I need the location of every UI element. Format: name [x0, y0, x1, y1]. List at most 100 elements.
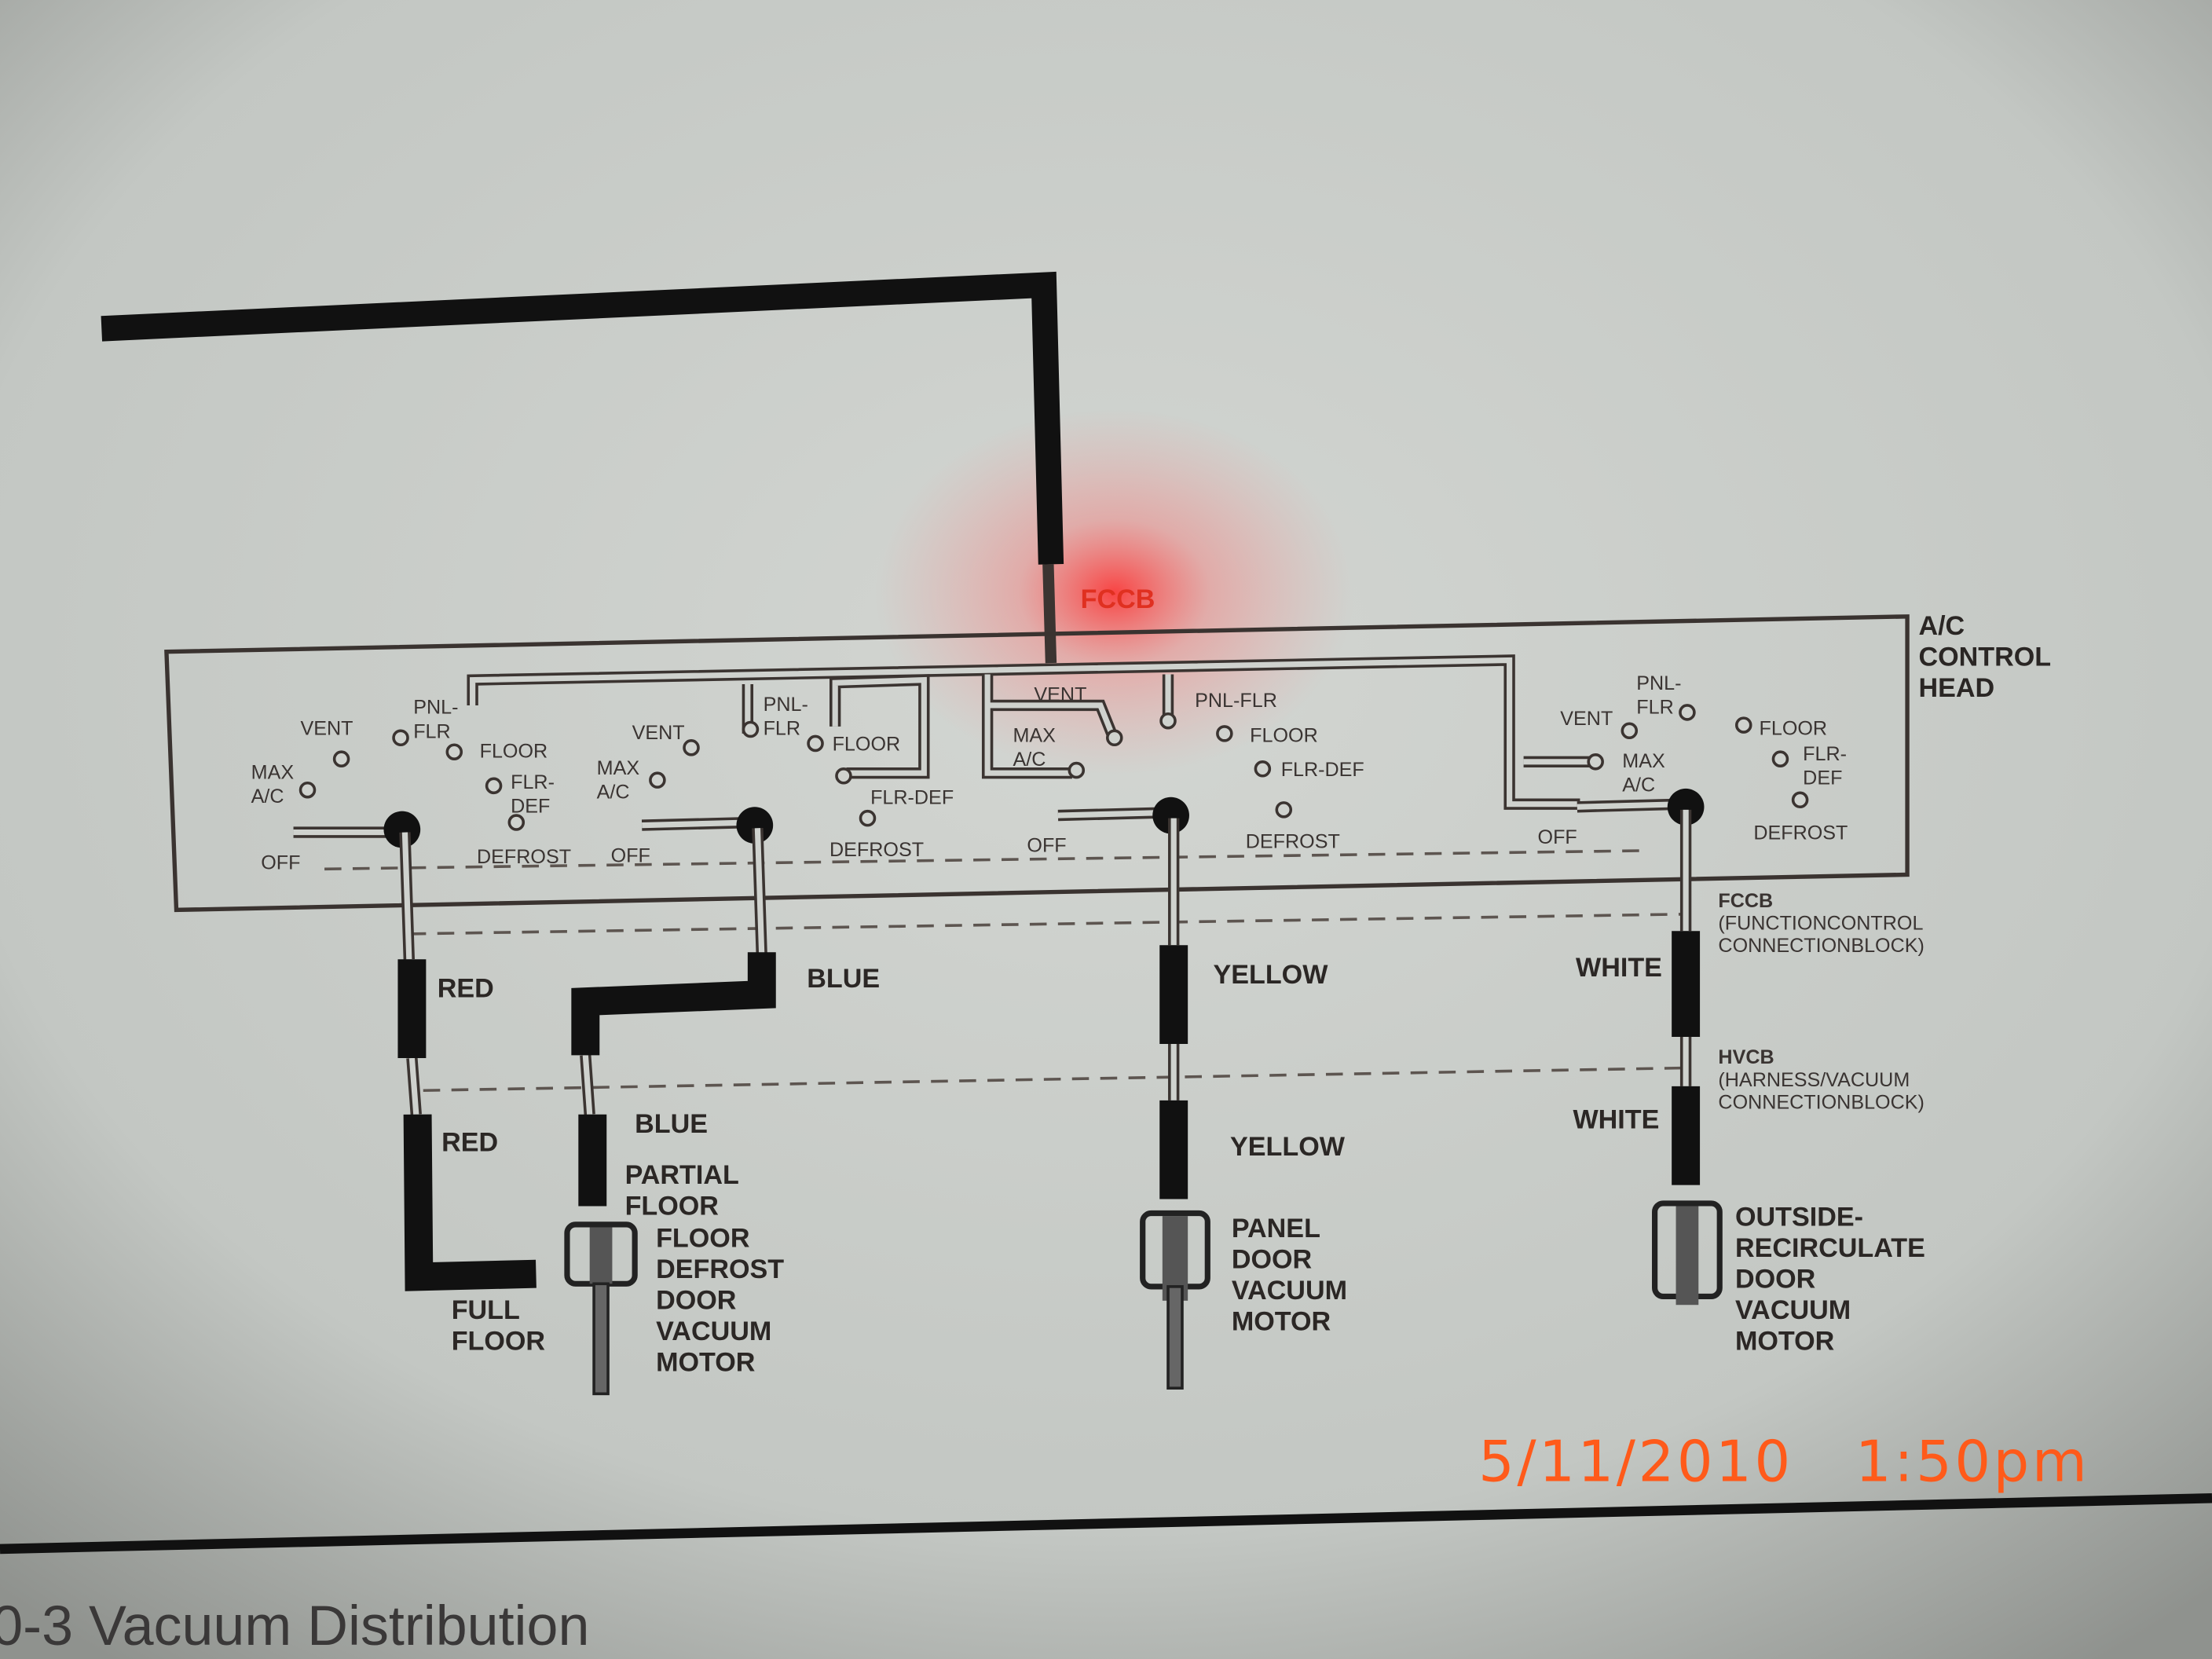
- diagram-label: (HARNESS/VACUUM: [1718, 1069, 1910, 1091]
- diagram-label: DOOR: [656, 1286, 736, 1316]
- diagram-label: OFF: [1538, 826, 1577, 848]
- switch-knob: [736, 807, 774, 844]
- panel-motor-label: PANEL DOOR VACUUM MOTOR: [1232, 1214, 1347, 1337]
- diagram-label: PNL-: [1636, 672, 1681, 694]
- diagram-label: DOOR: [1735, 1265, 1815, 1295]
- mode-switch-2: MAX A/C VENT PNL- FLR FLOOR FLR-DEF DEFR…: [597, 694, 954, 866]
- control-head-box: [164, 614, 1910, 913]
- diagram-label: VENT: [632, 722, 685, 744]
- page-divider: [0, 1492, 2212, 1555]
- diagram-label: DEFROST: [830, 839, 924, 861]
- vacuum-port-icon: [835, 767, 852, 785]
- floor-defrost-vacuum-motor: [564, 1221, 638, 1396]
- diagram-label: FULL: [452, 1295, 520, 1325]
- vacuum-port-icon: [298, 781, 317, 799]
- mode-switch-3: MAX A/C VENT PNL-FLR FLOOR FLR-DEF DEFRO…: [1013, 684, 1364, 857]
- diagram-label: DEF: [1803, 767, 1842, 789]
- diagram-label: FLOOR: [1760, 718, 1828, 740]
- diagram-label: FLR: [413, 720, 450, 742]
- diagram-label: CONNECTIONBLOCK): [1718, 1092, 1924, 1114]
- diagram-label: DOOR: [1232, 1245, 1312, 1275]
- switch-linkage-dashed: [324, 849, 1644, 871]
- hose-label-yellow: YELLOW: [1230, 1132, 1346, 1162]
- vacuum-port-icon: [1159, 712, 1177, 730]
- camera-flash-glare: [874, 408, 1355, 776]
- mode-switch-4: MAX A/C VENT PNL- FLR FLOOR FLR- DEF DEF…: [1538, 672, 1848, 848]
- outside-recirculate-vacuum-motor: [1652, 1200, 1723, 1306]
- vacuum-port-icon: [1216, 725, 1233, 742]
- diagram-label: VENT: [1560, 708, 1613, 730]
- diagram-label: VENT: [1034, 684, 1086, 706]
- diagram-label: FLOOR: [480, 740, 548, 762]
- diagram-label: PARTIAL: [625, 1160, 739, 1190]
- fccb-block-label: FCCB (FUNCTIONCONTROL CONNECTIONBLOCK): [1718, 890, 1924, 957]
- camera-timestamp: 5/11/2010 1:50pm: [1478, 1429, 2089, 1495]
- diagram-label: OFF: [1027, 835, 1066, 857]
- hose-label-yellow: YELLOW: [1213, 960, 1328, 990]
- hose-label-white: WHITE: [1573, 1105, 1659, 1135]
- diagram-label: RECIRCULATE: [1735, 1233, 1925, 1263]
- diagram-label: HVCB: [1718, 1046, 1774, 1068]
- diagram-label: FLR-DEF: [1281, 759, 1364, 781]
- vacuum-port-icon: [1734, 716, 1752, 734]
- diagram-label: FLOOR: [625, 1191, 719, 1221]
- diagram-label: FLR-DEF: [870, 787, 954, 809]
- diagram-label: A/C: [1918, 611, 1965, 641]
- diagram-label: MOTOR: [1232, 1307, 1331, 1337]
- hose-label-white: WHITE: [1576, 953, 1662, 983]
- diagram-label: OFF: [611, 844, 650, 866]
- switch-knob: [1667, 788, 1705, 826]
- diagram-label: VENT: [301, 718, 353, 740]
- fccb-inlet-tube: [1042, 564, 1057, 664]
- vacuum-port-icon: [485, 777, 503, 795]
- diagram-label: (FUNCTIONCONTROL: [1718, 913, 1923, 935]
- knob-outlet-tubes: [399, 809, 1692, 1115]
- diagram-label: FLOOR: [656, 1224, 749, 1254]
- diagram-label: DEFROST: [656, 1254, 784, 1284]
- red-hose-lower: [403, 1114, 537, 1291]
- vacuum-port-icon: [1791, 791, 1809, 809]
- diagram-label: A/C: [1013, 749, 1046, 771]
- diagram-label: FCCB: [1718, 890, 1773, 912]
- vacuum-port-icon: [1106, 729, 1123, 747]
- diagram-label: FLR-: [1803, 743, 1847, 765]
- vacuum-port-icon: [507, 814, 526, 831]
- diagram-label: VACUUM: [656, 1317, 771, 1346]
- switch-knob: [383, 811, 421, 848]
- diagram-label: PANEL: [1232, 1214, 1320, 1243]
- full-floor-label: FULL FLOOR: [452, 1295, 545, 1357]
- vacuum-port-icon: [1275, 801, 1293, 819]
- hose-label-red: RED: [441, 1127, 498, 1157]
- hose-label-blue: BLUE: [635, 1109, 708, 1139]
- diagram-label: DEFROST: [1246, 830, 1340, 852]
- diagram-label: MAX: [1622, 750, 1665, 772]
- hose-label-red: RED: [438, 974, 494, 1004]
- diagram-label: CONNECTIONBLOCK): [1718, 935, 1924, 957]
- partial-floor-label: PARTIAL FLOOR: [625, 1160, 739, 1221]
- hvcb-block-label: HVCB (HARNESS/VACUUM CONNECTIONBLOCK): [1718, 1046, 1924, 1113]
- diagram-label: A/C: [1622, 775, 1655, 797]
- diagram-label: CONTROL: [1918, 643, 2051, 672]
- diagram-label: MAX: [597, 757, 640, 779]
- panel-door-vacuum-motor: [1140, 1210, 1210, 1390]
- vacuum-port-icon: [1679, 704, 1696, 721]
- vacuum-port-icon: [807, 734, 824, 753]
- control-head-label: A/C CONTROL HEAD: [1918, 611, 2051, 703]
- blue-hose-upper: [571, 952, 776, 1056]
- outside-recirculate-motor-label: OUTSIDE- RECIRCULATE DOOR VACUUM MOTOR: [1735, 1203, 1925, 1357]
- fccb-top-label: FCCB: [1081, 584, 1155, 614]
- diagram-label: OUTSIDE-: [1735, 1203, 1863, 1232]
- switch-knob: [1152, 797, 1189, 834]
- floor-defrost-motor-label: FLOOR DEFROST DOOR VACUUM MOTOR: [656, 1224, 784, 1378]
- diagram-label: FLR: [1636, 697, 1673, 719]
- mode-switch-1: MAX A/C VENT PNL- FLR FLOOR FLR- DEF DEF…: [251, 697, 571, 874]
- vacuum-port-icon: [683, 739, 700, 756]
- diagram-label: DEFROST: [1753, 822, 1848, 844]
- diagram-label: FLOOR: [1250, 725, 1318, 747]
- diagram-label: A/C: [251, 786, 284, 808]
- diagram-label: VACUUM: [1735, 1295, 1851, 1325]
- vacuum-port-icon: [1587, 753, 1604, 771]
- hvcb-dashed-line: [423, 1066, 1686, 1093]
- diagram-label: FLR: [764, 718, 800, 740]
